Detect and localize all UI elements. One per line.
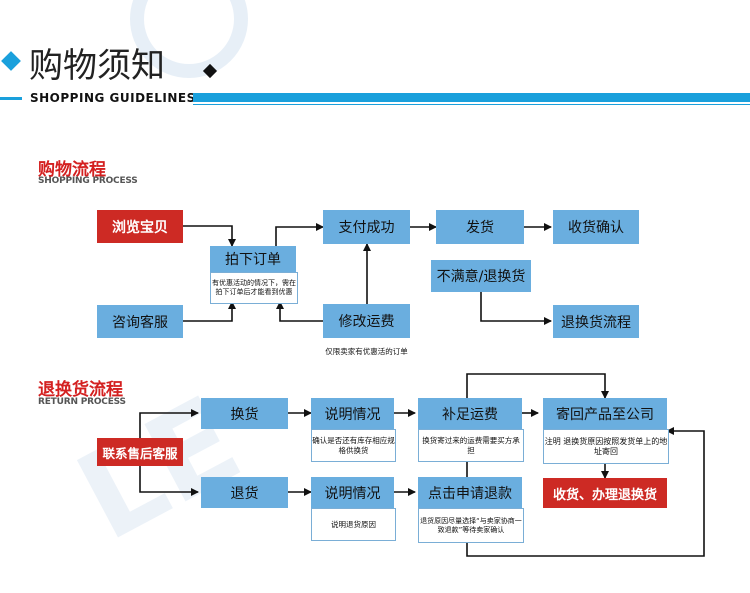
apply-note: 退货原因尽量选择“与卖家协商一致退款”等待卖家确认: [418, 508, 524, 543]
consult-box: 咨询客服: [97, 305, 183, 338]
order-box: 拍下订单: [210, 246, 296, 272]
arrow-apply-finish-loop: [466, 427, 705, 557]
shopping-section-subtitle: SHOPPING PROCESS: [38, 176, 138, 186]
arrow-contact-refund: [139, 466, 199, 496]
modify-note: 仅限卖家有优惠活的订单: [323, 339, 410, 365]
browse-box: 浏览宝贝: [97, 210, 183, 243]
exchange-box: 换货: [201, 398, 288, 429]
explain1-note: 确认是否还有库存相应规格供换货: [311, 429, 396, 462]
arrow-order-pay: [275, 223, 324, 246]
return-section-title: 退换货流程: [38, 380, 123, 400]
finish-box: 收货、办理退换货: [543, 478, 667, 508]
fee-note: 换货寄过来的运费需要买方承担: [418, 429, 524, 462]
contact-box: 联系售后客服: [97, 438, 183, 466]
fee-box: 补足运费: [418, 398, 522, 429]
send-back-note: 注明 退换货原因按照发货单上的地址寄回: [543, 429, 669, 464]
modify-box: 修改运费: [323, 304, 410, 338]
order-note: 有优惠活动的情况下，需在拍下订单后才能看到优惠: [210, 272, 298, 304]
receive-box: 收货确认: [553, 210, 639, 244]
arrow-contact-exchange: [139, 409, 199, 438]
arrow-modify-order: [276, 301, 323, 322]
unsatisfied-box: 不满意/退换货: [431, 260, 531, 292]
arrow-unsatisfied-return: [480, 292, 552, 325]
page-subtitle: SHOPPING GUIDELINES: [30, 91, 196, 105]
header-rule-right: [193, 93, 750, 102]
return-section-subtitle: RETURN PROCESS: [38, 397, 126, 407]
shopping-section-title: 购物流程: [38, 160, 106, 180]
page-title: 购物须知: [29, 46, 165, 86]
header-rule-left: [0, 97, 22, 100]
explain2-box: 说明情况: [311, 477, 394, 508]
ship-box: 发货: [436, 210, 524, 244]
apply-box: 点击申请退款: [418, 477, 522, 508]
explain2-note: 说明退货原因: [311, 508, 396, 541]
send-back-box: 寄回产品至公司: [543, 398, 667, 429]
refund-box: 退货: [201, 477, 288, 508]
explain1-box: 说明情况: [311, 398, 394, 429]
arrow-browse-order: [183, 225, 236, 247]
arrow-consult-order: [183, 301, 236, 322]
pay-box: 支付成功: [323, 210, 410, 244]
return-flow-box: 退换货流程: [553, 305, 639, 338]
header-rule-thin: [193, 104, 750, 105]
